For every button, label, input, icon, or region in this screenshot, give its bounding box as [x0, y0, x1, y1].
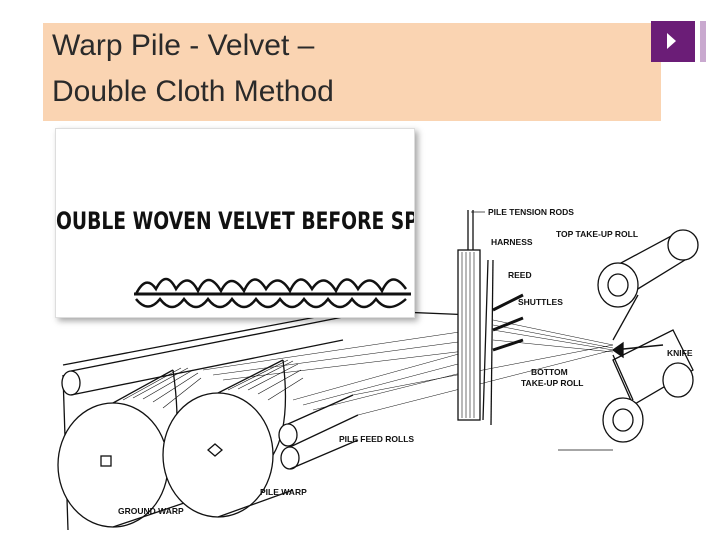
label-harness: HARNESS [491, 237, 533, 247]
velvet-inset-image: OUBLE WOVEN VELVET BEFORE SPL [55, 128, 415, 318]
label-pile-feed-rolls: PILE FEED ROLLS [339, 434, 415, 444]
velvet-pile-drawing [134, 277, 411, 309]
slide-title-line-1: Warp Pile - Velvet – [52, 29, 315, 62]
label-top-take-up-roll: TOP TAKE-UP ROLL [556, 229, 639, 239]
label-pile-warp: PILE WARP [260, 487, 307, 497]
corner-accent [651, 21, 695, 62]
label-shuttles: SHUTTLES [518, 297, 563, 307]
label-bottom: BOTTOM [531, 367, 568, 377]
label-take-up-roll: TAKE-UP ROLL [521, 378, 584, 388]
corner-stripe [700, 21, 706, 62]
play-arrow-icon [667, 33, 676, 49]
slide-title-box: Warp Pile - Velvet – Double Cloth Method [43, 23, 661, 121]
loom-drawing [57, 210, 699, 531]
label-pile-tension-rods: PILE TENSION RODS [488, 207, 574, 217]
label-knife: KNIFE [667, 348, 693, 358]
slide-title-line-2: Double Cloth Method [52, 75, 334, 108]
inset-caption: OUBLE WOVEN VELVET BEFORE SPL [56, 207, 415, 235]
label-reed: REED [508, 270, 532, 280]
label-ground-warp: GROUND WARP [118, 506, 184, 516]
